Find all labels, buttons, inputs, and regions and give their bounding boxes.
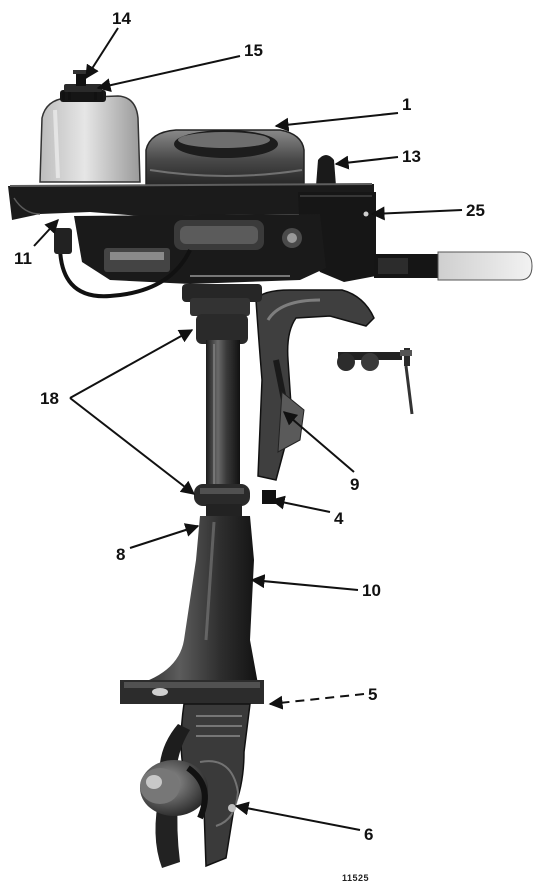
callout-leaders [33,27,463,831]
fuel-tank [39,95,141,183]
callout-11: 11 [14,249,32,268]
callout-1: 1 [402,95,411,114]
callout-5: 5 [368,685,377,704]
leader-25 [370,206,463,221]
callout-labels: 1 4 5 6 8 9 10 11 13 14 15 18 25 [14,9,485,844]
drive-shaft-housing [182,284,276,518]
stern-bracket [255,289,414,481]
callout-4: 4 [334,509,344,528]
callout-13: 13 [402,147,421,166]
engine-block [74,214,326,284]
leader-4 [270,495,331,513]
leader-9 [282,411,355,473]
flywheel-housing [145,129,305,189]
callout-9: 9 [350,475,359,494]
leader-18b [69,397,196,495]
leader-6 [234,801,361,831]
callout-10: 10 [362,581,381,600]
leader-10 [250,574,359,591]
clamp-screw [337,348,414,415]
fuel-line [54,228,192,299]
leader-13 [334,155,399,170]
callout-8: 8 [116,545,125,564]
leader-14 [85,27,119,80]
leader-15 [96,55,241,93]
figure-number: 11525 [342,873,369,883]
callout-6: 6 [364,825,373,844]
top-deck [8,183,374,220]
leader-18a [69,329,194,399]
leader-8 [129,523,200,549]
propeller [140,724,208,868]
callout-15: 15 [244,41,263,60]
callout-25: 25 [466,201,485,220]
lower-unit [120,516,264,704]
leader-5 [268,693,365,710]
callout-14: 14 [112,9,131,28]
leader-11 [33,218,59,247]
motor-illustration [8,70,533,868]
leader-1 [274,112,399,132]
fuel-cap [60,70,106,102]
callout-18: 18 [40,389,59,408]
tiller-handle [374,251,533,281]
